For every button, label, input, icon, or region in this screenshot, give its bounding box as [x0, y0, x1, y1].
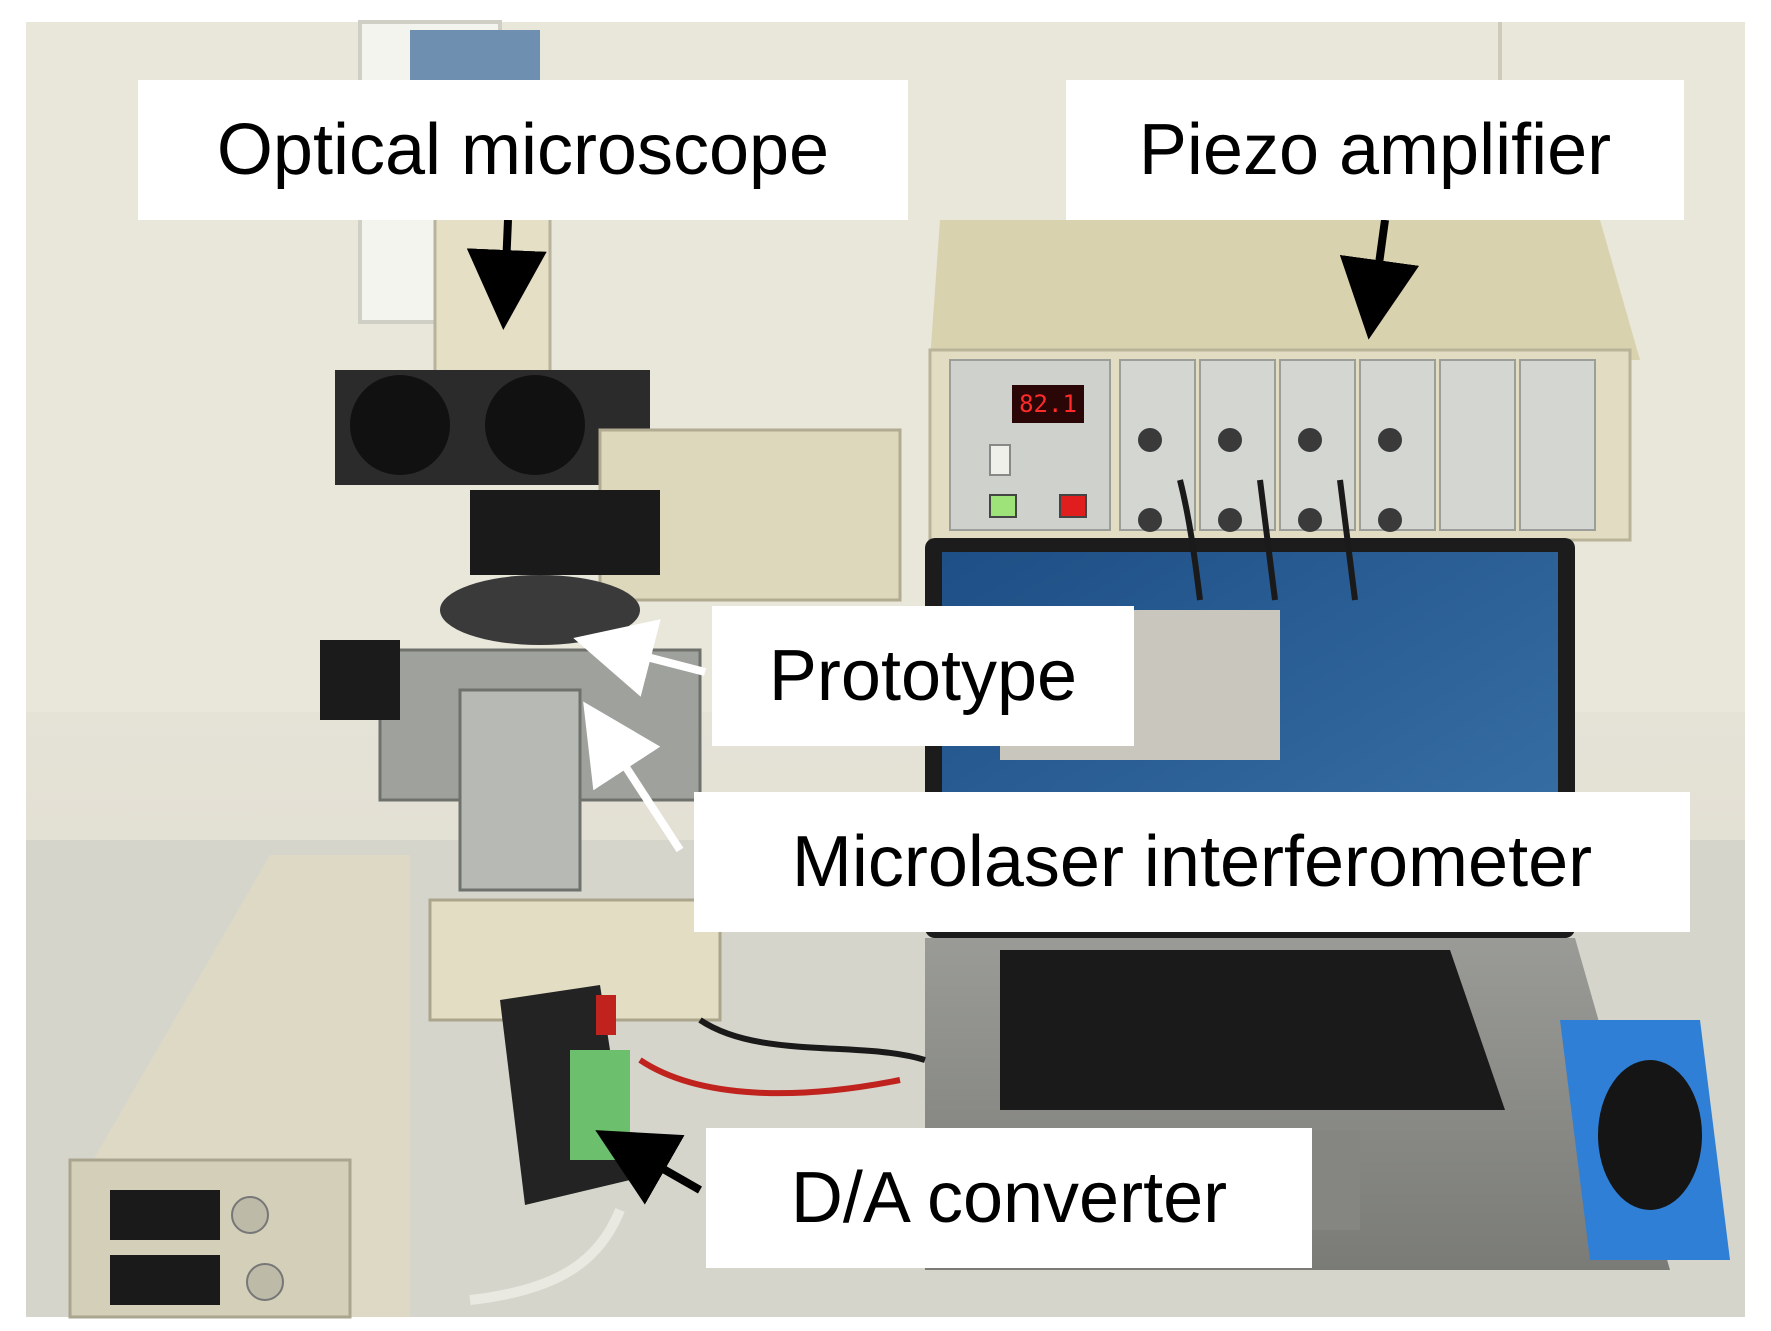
psu-display-top [110, 1190, 220, 1240]
psu-knob-bottom [246, 1263, 284, 1301]
da-red-stripe [596, 995, 616, 1035]
arrow-microlaser [583, 701, 684, 853]
arrow-da-converter [595, 1130, 702, 1205]
nosepiece [440, 575, 640, 645]
psu-knob-top [231, 1196, 269, 1234]
green-button [989, 494, 1017, 518]
microscope-tube [433, 208, 552, 387]
cables [469, 479, 1358, 1305]
xy-stage [458, 688, 582, 892]
svg-text:82.1: 82.1 [1019, 390, 1077, 418]
label-prototype: Prototype [712, 606, 1134, 746]
computer-mouse [1598, 1060, 1702, 1210]
black-box [320, 640, 400, 720]
eyepiece-right [485, 375, 585, 475]
bnc-connectors [1138, 428, 1402, 532]
label-microlaser-interferometer: Microlaser interferometer [694, 792, 1690, 932]
laptop-keyboard [1000, 950, 1505, 1110]
amplifier-channels [1119, 359, 1596, 531]
arrow-optical-microscope [466, 219, 547, 330]
power-supply-unit [68, 855, 410, 1319]
red-button [1059, 494, 1087, 518]
da-terminal-block [570, 1050, 630, 1160]
label-da-converter: D/A converter [706, 1128, 1312, 1268]
label-piezo-amplifier: Piezo amplifier [1066, 80, 1684, 220]
arrow-prototype [573, 619, 706, 697]
label-optical-microscope: Optical microscope [138, 80, 908, 220]
arrow-piezo-amplifier [1339, 219, 1420, 340]
piezo-amplifier-unit: 82.1 [928, 220, 1640, 542]
psu-display-bottom [110, 1255, 220, 1305]
objective-turret [470, 490, 660, 575]
eyepiece-left [350, 375, 450, 475]
red-led-display [1012, 385, 1084, 423]
power-switch [989, 444, 1011, 476]
